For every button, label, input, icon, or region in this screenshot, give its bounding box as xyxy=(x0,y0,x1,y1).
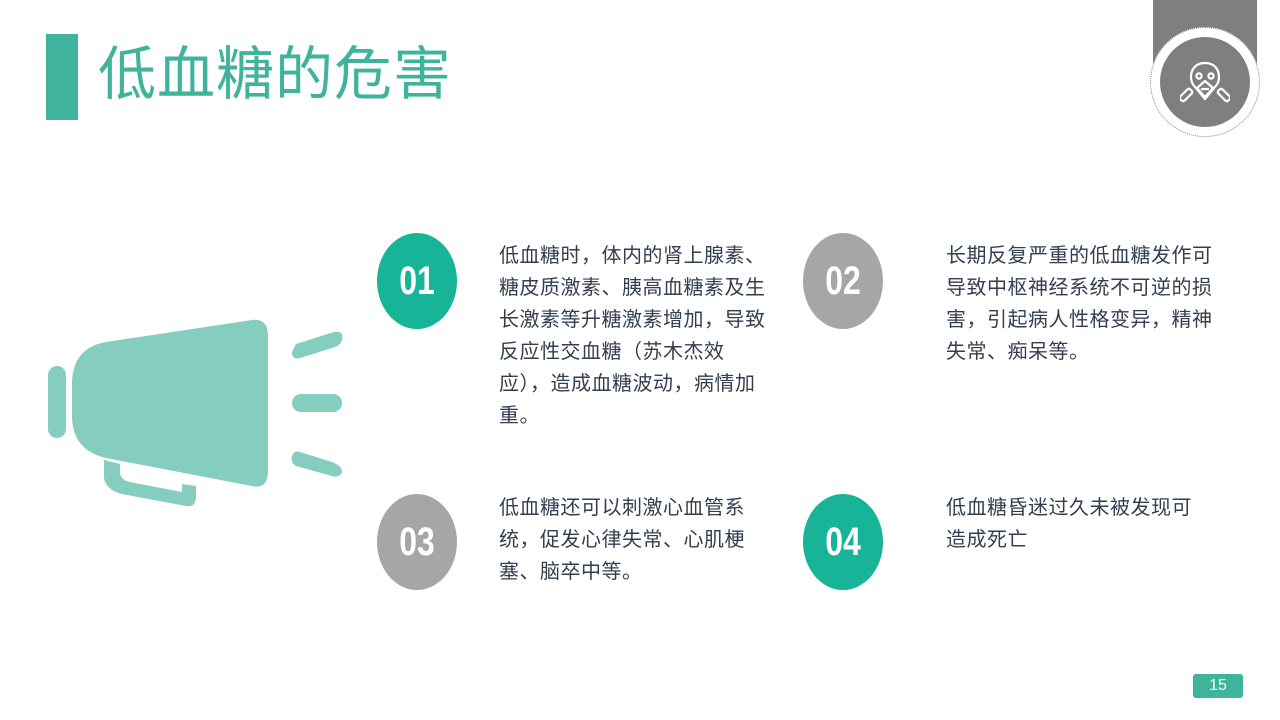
corner-badge xyxy=(1160,37,1250,127)
megaphone-icon xyxy=(48,319,343,507)
item-number-badge: 02 xyxy=(803,233,883,329)
item-number-badge: 03 xyxy=(377,494,457,590)
title-accent-bar xyxy=(46,34,78,120)
page-number: 15 xyxy=(1193,674,1243,698)
item-description: 低血糖昏迷过久未被发现可造成死亡 xyxy=(946,495,1192,551)
item-description: 长期反复严重的低血糖发作可导致中枢神经系统不可逆的损害，引起病人性格变异，精神失… xyxy=(946,243,1213,363)
item-description: 低血糖还可以刺激心血管系统，促发心律失常、心肌梗塞、脑卒中等。 xyxy=(499,495,745,583)
item-number-badge: 04 xyxy=(803,494,883,590)
item-description: 低血糖时，体内的肾上腺素、糖皮质激素、胰高血糖素及生长激素等升糖激素增加，导致反… xyxy=(499,243,766,427)
item-number-badge: 01 xyxy=(377,233,457,329)
gas-mask-icon xyxy=(1180,61,1230,103)
page-title: 低血糖的危害 xyxy=(98,40,453,108)
